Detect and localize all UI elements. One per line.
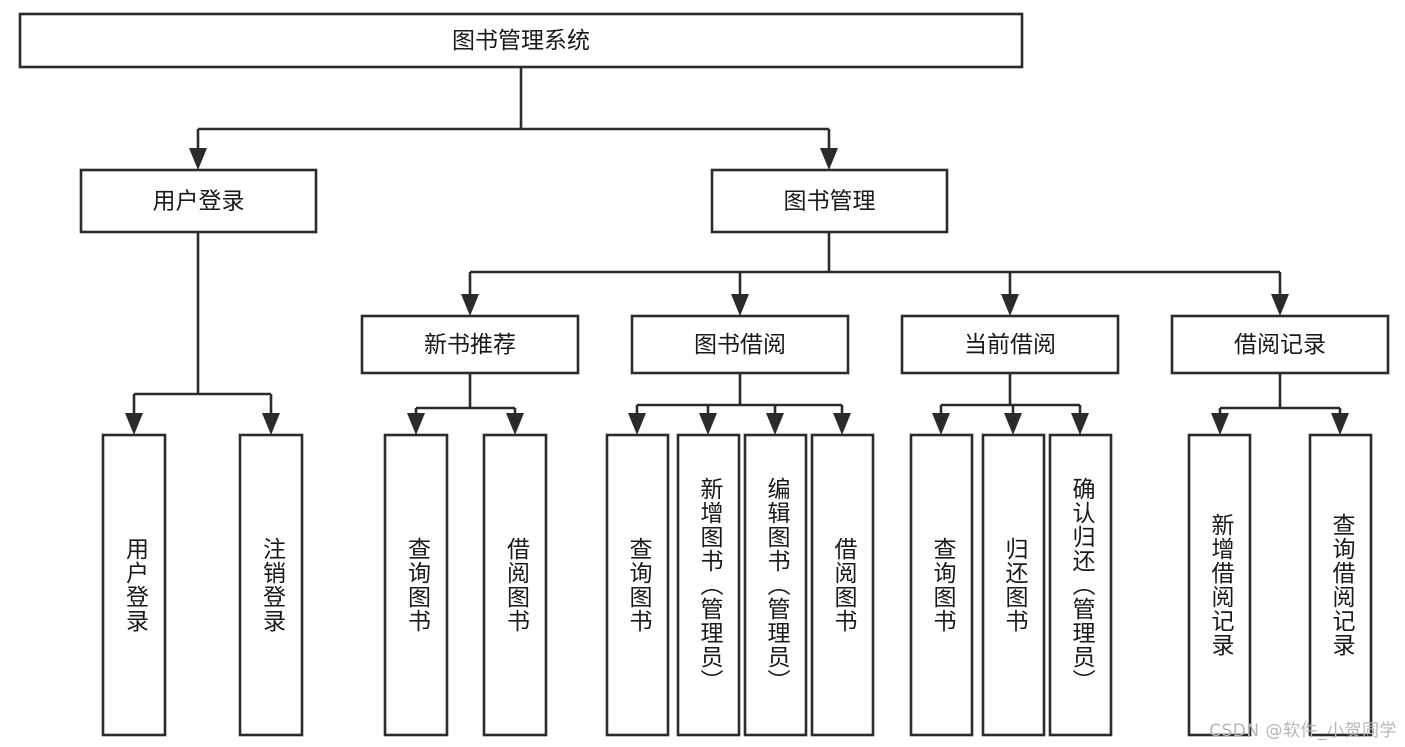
leaf-leaf-borrow-book-label: 借阅图书: [830, 537, 856, 633]
borrow-record-arrowhead-icon-1: [1331, 413, 1349, 435]
leaf-leaf-confirm-return-admin-label: 确认归还（管理员）: [1068, 477, 1094, 693]
leaf-leaf-add-borrow-record-label-wrap: 新增借阅记录: [1189, 435, 1250, 735]
leaf-leaf-add-borrow-record-label: 新增借阅记录: [1207, 513, 1233, 657]
leaf-leaf-query-book-current-label-wrap: 查询图书: [911, 435, 972, 735]
leaf-leaf-borrow-book-rec-label: 借阅图书: [502, 537, 529, 633]
leaf-leaf-add-book-admin-label-wrap: 新增图书（管理员）: [678, 435, 739, 735]
book-manage-arrowhead-icon-1: [731, 294, 749, 316]
root-node-box[interactable]: [18, 12, 1024, 69]
book-manage-arrowhead-icon-2: [1001, 294, 1019, 316]
level2-book-manage-box[interactable]: [710, 168, 949, 234]
level2-book-manage-label: 图书管理: [784, 189, 876, 215]
leaf-leaf-borrow-book-box[interactable]: [810, 433, 875, 737]
new-book-rec-arrowhead-icon-1: [506, 413, 524, 435]
leaf-leaf-query-book-borrow-label-wrap: 查询图书: [607, 435, 668, 735]
current-borrow-arrowhead-icon-0: [932, 413, 950, 435]
leaf-leaf-confirm-return-admin-box[interactable]: [1048, 433, 1113, 737]
connectors-layer: [125, 67, 1349, 435]
leaf-leaf-user-login-box[interactable]: [101, 433, 167, 737]
leaf-leaf-edit-book-admin-label: 编辑图书（管理员）: [763, 477, 789, 693]
user-login-arrowhead-icon-1: [262, 413, 280, 435]
leaf-leaf-query-book-rec-label: 查询图书: [403, 537, 430, 633]
leaf-leaf-return-book-box[interactable]: [981, 433, 1046, 737]
root-node-label: 图书管理系统: [452, 28, 590, 54]
level3-new-book-rec-label: 新书推荐: [424, 332, 516, 358]
book-manage-arrowhead-icon-0: [461, 294, 479, 316]
leaf-leaf-user-logout-label: 注销登录: [258, 537, 285, 633]
leaf-leaf-edit-book-admin-box[interactable]: [743, 433, 808, 737]
level3-borrow-record-box[interactable]: [1170, 314, 1390, 375]
book-borrow-arrowhead-icon-1: [699, 413, 717, 435]
leaf-leaf-query-book-current-box[interactable]: [909, 433, 974, 737]
leaf-leaf-user-logout-label-wrap: 注销登录: [240, 435, 302, 735]
leaf-leaf-borrow-book-rec-box[interactable]: [482, 433, 548, 737]
level3-borrow-record-label: 借阅记录: [1234, 332, 1326, 358]
leaf-leaf-return-book-label: 归还图书: [1001, 537, 1027, 633]
borrow-record-arrowhead-icon-0: [1211, 413, 1229, 435]
leaf-leaf-query-book-rec-box[interactable]: [383, 433, 449, 737]
user-login-arrowhead-icon-0: [125, 413, 143, 435]
leaf-leaf-user-logout-box[interactable]: [238, 433, 304, 737]
leaf-leaf-query-book-rec-label-wrap: 查询图书: [385, 435, 447, 735]
leaf-leaf-query-book-current-label: 查询图书: [929, 537, 955, 633]
leaf-leaf-query-book-borrow-label: 查询图书: [625, 537, 651, 633]
book-borrow-arrowhead-icon-3: [833, 413, 851, 435]
leaf-leaf-add-borrow-record-box[interactable]: [1187, 433, 1252, 737]
leaf-leaf-query-borrow-record-box[interactable]: [1308, 433, 1373, 737]
book-borrow-arrowhead-icon-2: [766, 413, 784, 435]
leaf-leaf-query-borrow-record-label: 查询借阅记录: [1328, 513, 1354, 657]
leaf-leaf-borrow-book-rec-label-wrap: 借阅图书: [484, 435, 546, 735]
book-borrow-arrowhead-icon-0: [628, 413, 646, 435]
leaf-leaf-return-book-label-wrap: 归还图书: [983, 435, 1044, 735]
leaf-leaf-add-book-admin-label: 新增图书（管理员）: [696, 477, 722, 693]
leaf-leaf-query-book-borrow-box[interactable]: [605, 433, 670, 737]
csdn-watermark: CSDN @软件_小贺同学: [1209, 721, 1397, 741]
root-arrowhead-icon-1: [820, 148, 838, 170]
level2-user-login-label: 用户登录: [153, 189, 245, 215]
current-borrow-arrowhead-icon-1: [1004, 413, 1022, 435]
leaf-leaf-query-borrow-record-label-wrap: 查询借阅记录: [1310, 435, 1371, 735]
leaf-leaf-confirm-return-admin-label-wrap: 确认归还（管理员）: [1050, 435, 1111, 735]
leaf-leaf-add-book-admin-box[interactable]: [676, 433, 741, 737]
current-borrow-arrowhead-icon-2: [1071, 413, 1089, 435]
level3-current-borrow-label: 当前借阅: [964, 332, 1056, 358]
book-manage-arrowhead-icon-3: [1271, 294, 1289, 316]
leaf-leaf-borrow-book-label-wrap: 借阅图书: [812, 435, 873, 735]
leaf-leaf-edit-book-admin-label-wrap: 编辑图书（管理员）: [745, 435, 806, 735]
leaf-leaf-user-login-label: 用户登录: [121, 537, 148, 633]
level3-book-borrow-box[interactable]: [630, 314, 850, 375]
root-arrowhead-icon-0: [189, 148, 207, 170]
level2-user-login-box[interactable]: [79, 168, 318, 234]
level3-new-book-rec-box[interactable]: [360, 314, 580, 375]
new-book-rec-arrowhead-icon-0: [407, 413, 425, 435]
level3-book-borrow-label: 图书借阅: [694, 332, 786, 358]
level3-current-borrow-box[interactable]: [900, 314, 1120, 375]
leaf-leaf-user-login-label-wrap: 用户登录: [103, 435, 165, 735]
